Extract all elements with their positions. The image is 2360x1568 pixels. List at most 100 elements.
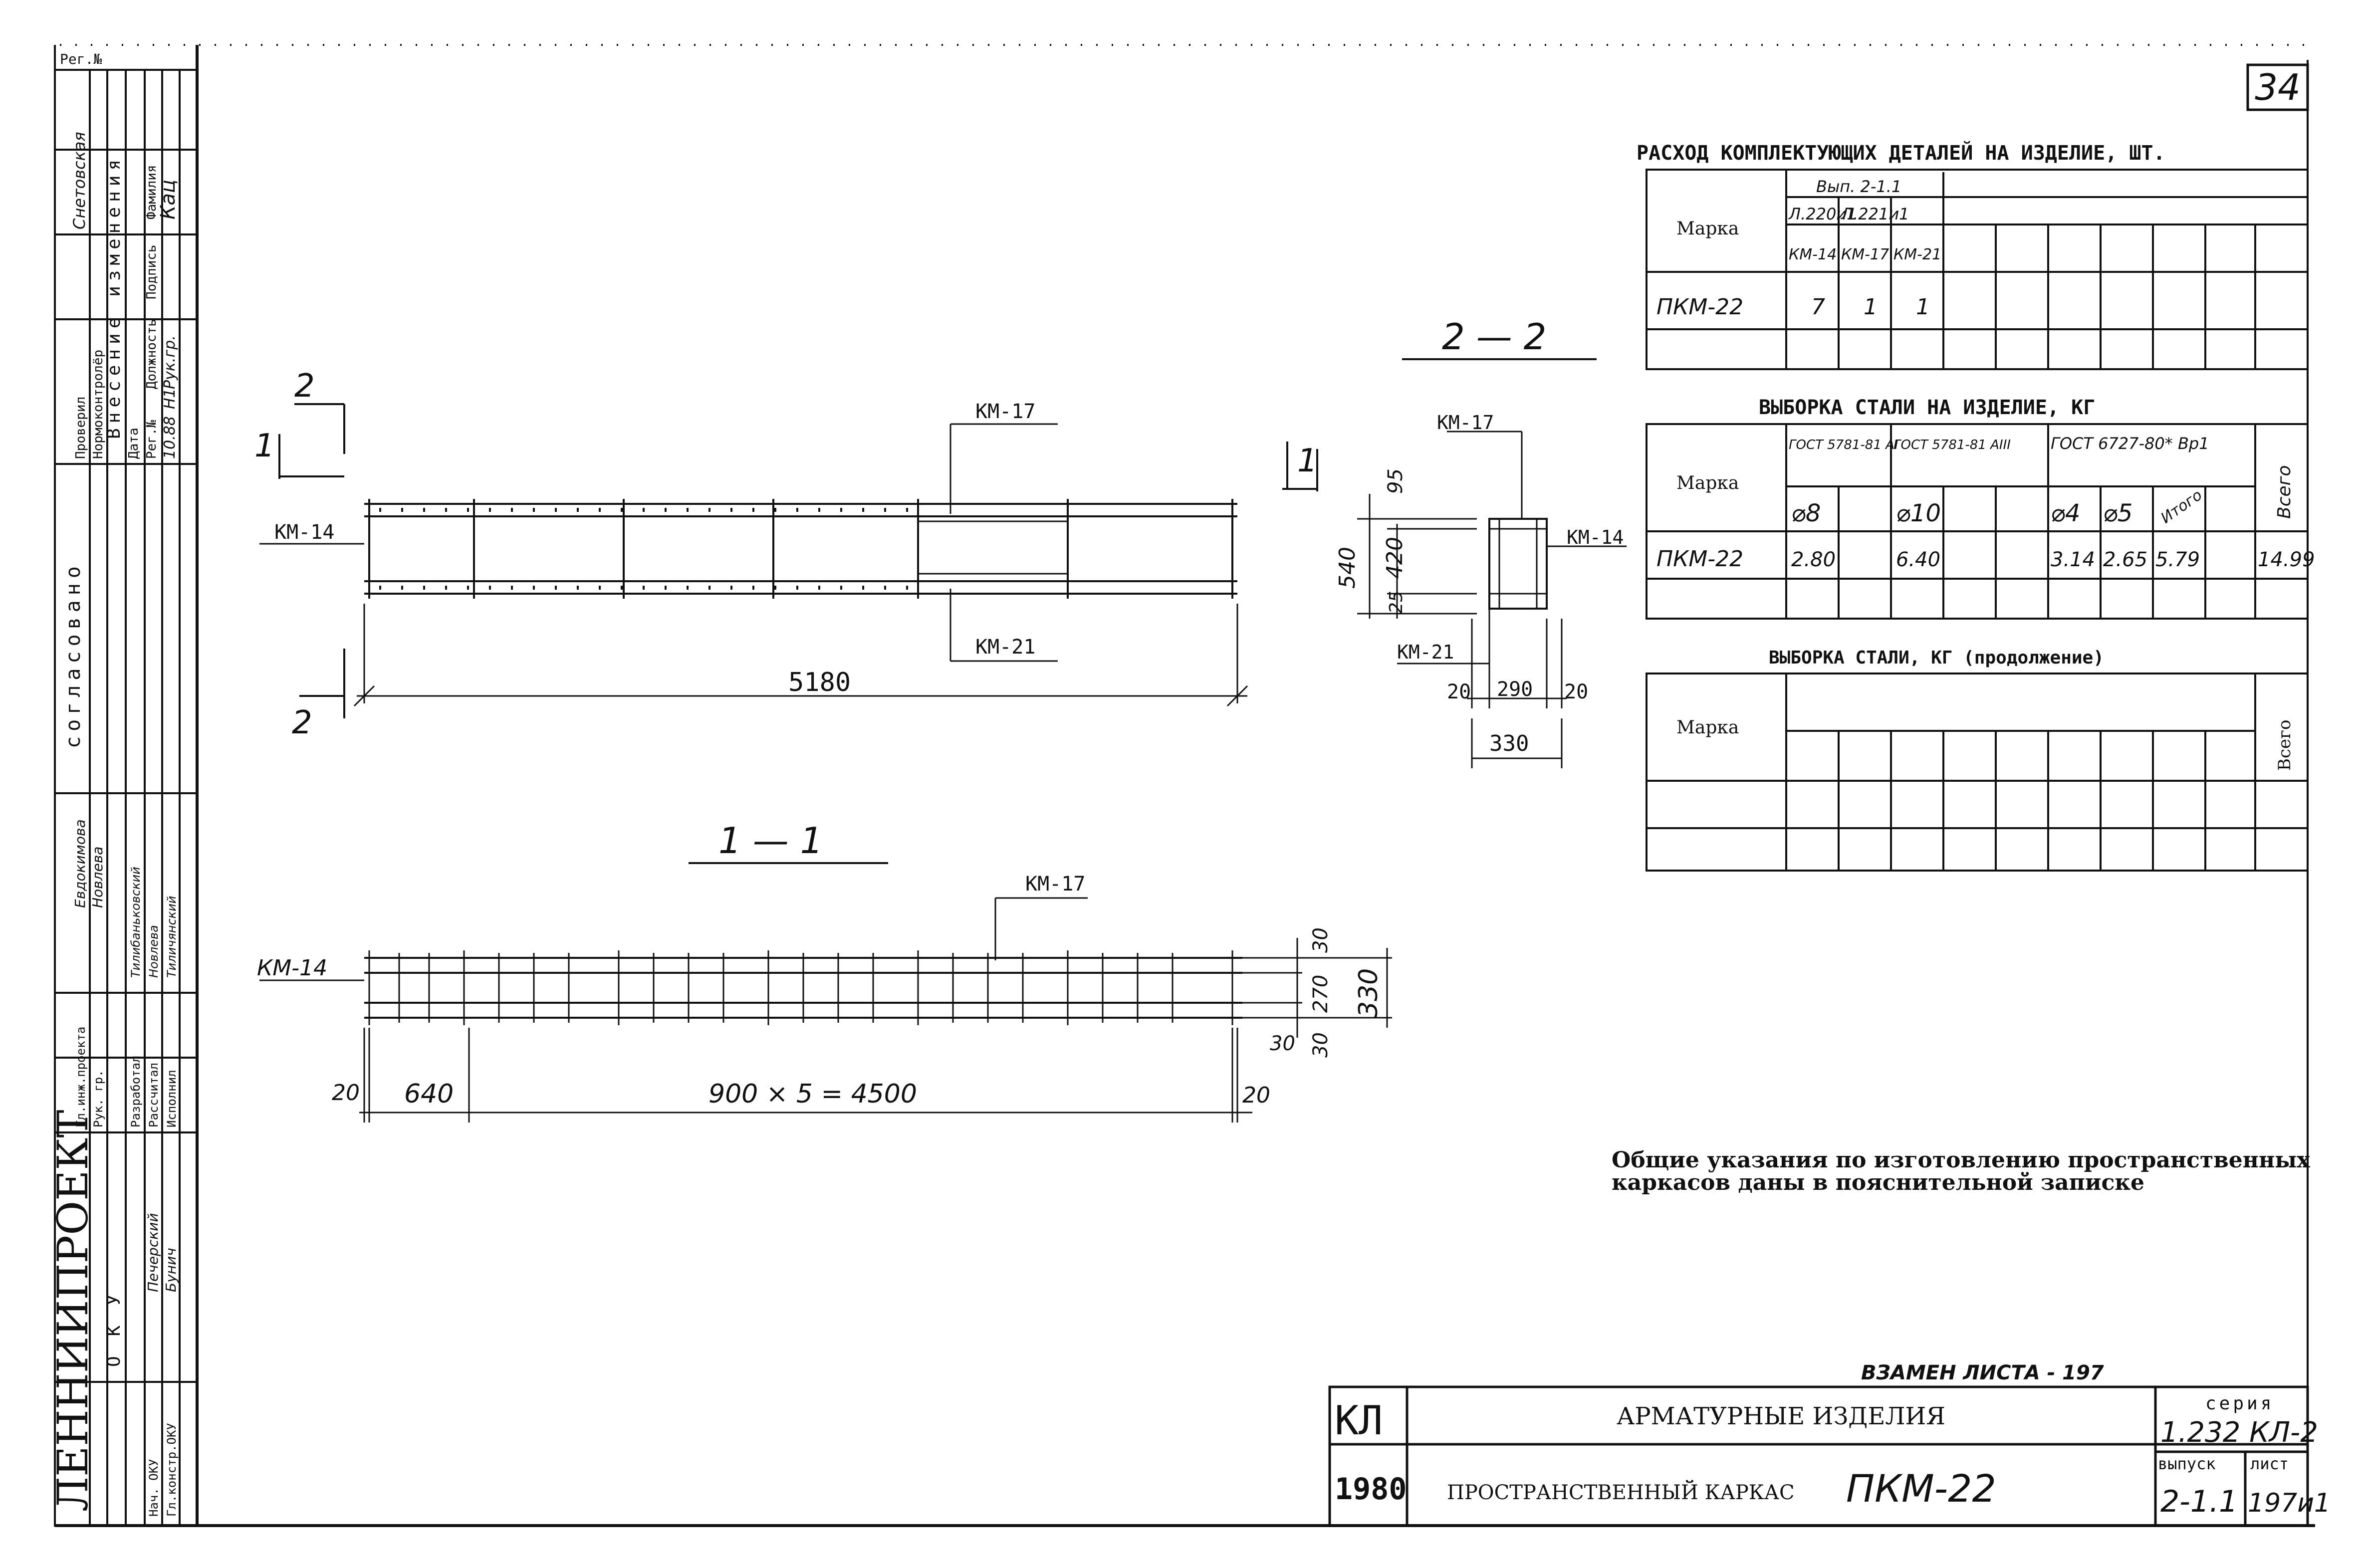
components-row-value-3: 1 xyxy=(1916,294,1930,320)
section-2-2 xyxy=(1357,358,1627,768)
general-note-line-1: Общие указания по изготовлению пространс… xyxy=(1612,1147,2310,1173)
changes-row-post: Рук.гр. xyxy=(161,335,179,389)
dev-name-1: Тилибаньковский xyxy=(129,867,143,978)
components-sheet-1: Л.220и1 xyxy=(1788,205,1857,224)
label-km17-sec22: КМ-17 xyxy=(1437,412,1494,434)
head-role-2: Гл.констр.ОКУ xyxy=(165,1423,179,1517)
components-table: РАСХОД КОМПЛЕКТУЮЩИХ ДЕТАЛЕЙ НА ИЗДЕЛИЕ,… xyxy=(1637,141,2309,370)
label-km17-top: КМ-17 xyxy=(975,400,1035,423)
dev-role-3: Исполнил xyxy=(165,1070,179,1127)
dim-20-left: 20 xyxy=(1447,680,1471,703)
cut-mark-1-left: 1 xyxy=(254,428,275,464)
steel-diam-8: ⌀8 xyxy=(1791,499,1821,527)
sheet-value: 197и1 xyxy=(2248,1488,2331,1518)
steel-diam-4: ⌀4 xyxy=(2051,499,2080,527)
dev-name-3: Тиличянский xyxy=(165,896,179,978)
dim-25: 25 xyxy=(1386,591,1407,614)
sheet-number: 34 xyxy=(2255,66,2301,108)
stirrups xyxy=(368,950,1233,1025)
check-role-2: Нормоконтролёр xyxy=(91,350,106,459)
label-km17-sec11: КМ-17 xyxy=(1025,873,1085,896)
issue-label: выпуск xyxy=(2158,1454,2216,1473)
doc-name-1: АРМАТУРНЫЕ ИЗДЕЛИЯ xyxy=(1617,1402,1945,1430)
dev-role-1: Разработал xyxy=(129,1056,143,1128)
issue-value: 2-1.1 xyxy=(2160,1484,2238,1519)
series-value: 1.232 КЛ-2 xyxy=(2160,1416,2318,1449)
dim-330-sec11: 330 xyxy=(1354,968,1384,1018)
dim-20-right: 20 xyxy=(1564,680,1588,703)
dev-role-2: Рассчитал xyxy=(147,1063,161,1127)
steel-diam-5: ⌀5 xyxy=(2103,499,2132,527)
head-name-2: Бунич xyxy=(163,1248,179,1292)
dim-5180: 5180 xyxy=(788,668,851,697)
steel-continuation-total: Всего xyxy=(2275,720,2295,771)
steel-row-value-5: 5.79 xyxy=(2155,548,2200,571)
changes-header: Внесение изменения xyxy=(104,155,124,439)
components-item-1: КМ-14 xyxy=(1789,246,1837,263)
steel-subtotal-header: Итого xyxy=(2158,486,2206,527)
dim-290: 290 xyxy=(1497,678,1533,701)
dept-name: ОКУ xyxy=(104,1275,124,1367)
cut-mark-2-top: 2 xyxy=(294,368,315,405)
section-1-1-labels: 1 — 1 КМ-14 КМ-17 30 270 30 30 330 20 64… xyxy=(257,820,1384,1109)
steel-marka-header: Марка xyxy=(1676,473,1739,493)
steel-total-header: Всего xyxy=(2274,465,2295,519)
series-label: серия xyxy=(2205,1393,2274,1414)
sheet-label: лист xyxy=(2250,1454,2289,1473)
changes-col-date: Дата xyxy=(126,428,141,459)
dim-span: 900 × 5 = 4500 xyxy=(708,1079,917,1109)
general-note: Общие указания по изготовлению пространс… xyxy=(1612,1147,2310,1195)
components-table-title: РАСХОД КОМПЛЕКТУЮЩИХ ДЕТАЛЕЙ НА ИЗДЕЛИЕ,… xyxy=(1637,141,2165,165)
steel-diam-10: ⌀10 xyxy=(1896,499,1941,527)
steel-table: ВЫБОРКА СТАЛИ НА ИЗДЕЛИЕ, КГ Марка ГОСТ … xyxy=(1646,396,2315,620)
steel-continuation-table: ВЫБОРКА СТАЛИ, КГ (продолжение) Марка Вс… xyxy=(1646,648,2309,872)
steel-row-mark: ПКМ-22 xyxy=(1656,546,1743,572)
steel-group-1: ГОСТ 5781-81 АI xyxy=(1789,438,1898,452)
head-name-1: Печерский xyxy=(145,1213,161,1292)
section-1-1 xyxy=(259,862,1392,1122)
dim-330-sec22: 330 xyxy=(1489,731,1529,756)
dim-640: 640 xyxy=(404,1079,454,1109)
changes-row-name: Кац xyxy=(157,180,180,220)
weld-dots xyxy=(379,508,913,590)
doc-mark: ПКМ-22 xyxy=(1846,1466,1996,1511)
changes-col-reg: Рег.№ xyxy=(144,420,159,459)
doc-year: 1980 xyxy=(1335,1472,1407,1507)
doc-name-2: ПРОСТРАНСТВЕННЫЙ КАРКАС xyxy=(1447,1480,1795,1504)
agreed-label: согласовано xyxy=(62,561,85,748)
dim-420: 420 xyxy=(1382,537,1408,579)
label-km21-sec22: КМ-21 xyxy=(1397,641,1454,663)
replace-note: ВЗАМЕН ЛИСТА - 197 xyxy=(1861,1361,2104,1384)
doc-code: КЛ xyxy=(1335,1397,1383,1444)
steel-continuation-marka: Марка xyxy=(1676,717,1739,738)
dim-20-sec11-left: 20 xyxy=(332,1080,360,1106)
author-role-1: Гл.инж.проекта xyxy=(74,1027,88,1127)
stamp-rotated-texts: Внесение изменения Дата Рег.№ Должность … xyxy=(48,132,180,1517)
sheet-number-box: 34 xyxy=(2246,63,2309,111)
dim-270: 270 xyxy=(1309,975,1332,1013)
steel-table-title: ВЫБОРКА СТАЛИ НА ИЗДЕЛИЕ, КГ xyxy=(1759,396,2095,419)
dim-30-bottom: 30 xyxy=(1309,1032,1332,1058)
elevation-view xyxy=(259,403,1318,718)
steel-row-value-1: 2.80 xyxy=(1791,548,1836,571)
components-sheet-2: Л.221и1 xyxy=(1841,205,1909,224)
dim-20-sec11-right: 20 xyxy=(1242,1083,1270,1108)
author-name-2: Новлева xyxy=(89,847,106,908)
left-stamp xyxy=(55,69,197,1526)
changes-row-reg: Н1 xyxy=(161,388,179,409)
changes-col-post: Должность xyxy=(144,319,159,389)
section-2-2-labels: 2 — 2 КМ-17 КМ-14 КМ-21 95 540 420 25 20… xyxy=(1335,316,1624,756)
label-km21-top: КМ-21 xyxy=(975,636,1035,659)
components-item-2: КМ-17 xyxy=(1841,246,1889,263)
elevation-labels: КМ-14 КМ-17 КМ-21 5180 1 2 1 2 xyxy=(254,368,1318,741)
cut-mark-1-right: 1 xyxy=(1297,443,1318,479)
dim-540: 540 xyxy=(1335,547,1360,589)
components-marka-header: Марка xyxy=(1676,219,1739,239)
dim-95: 95 xyxy=(1384,468,1407,494)
components-row-value-1: 7 xyxy=(1811,294,1825,320)
components-row-value-2: 1 xyxy=(1864,294,1878,320)
components-row-mark: ПКМ-22 xyxy=(1656,294,1743,320)
section-2-2-title: 2 — 2 xyxy=(1442,316,1546,358)
steel-continuation-title: ВЫБОРКА СТАЛИ, КГ (продолжение) xyxy=(1769,648,2104,668)
org-name: ЛЕННИИПРОЕКТ xyxy=(48,1110,97,1512)
